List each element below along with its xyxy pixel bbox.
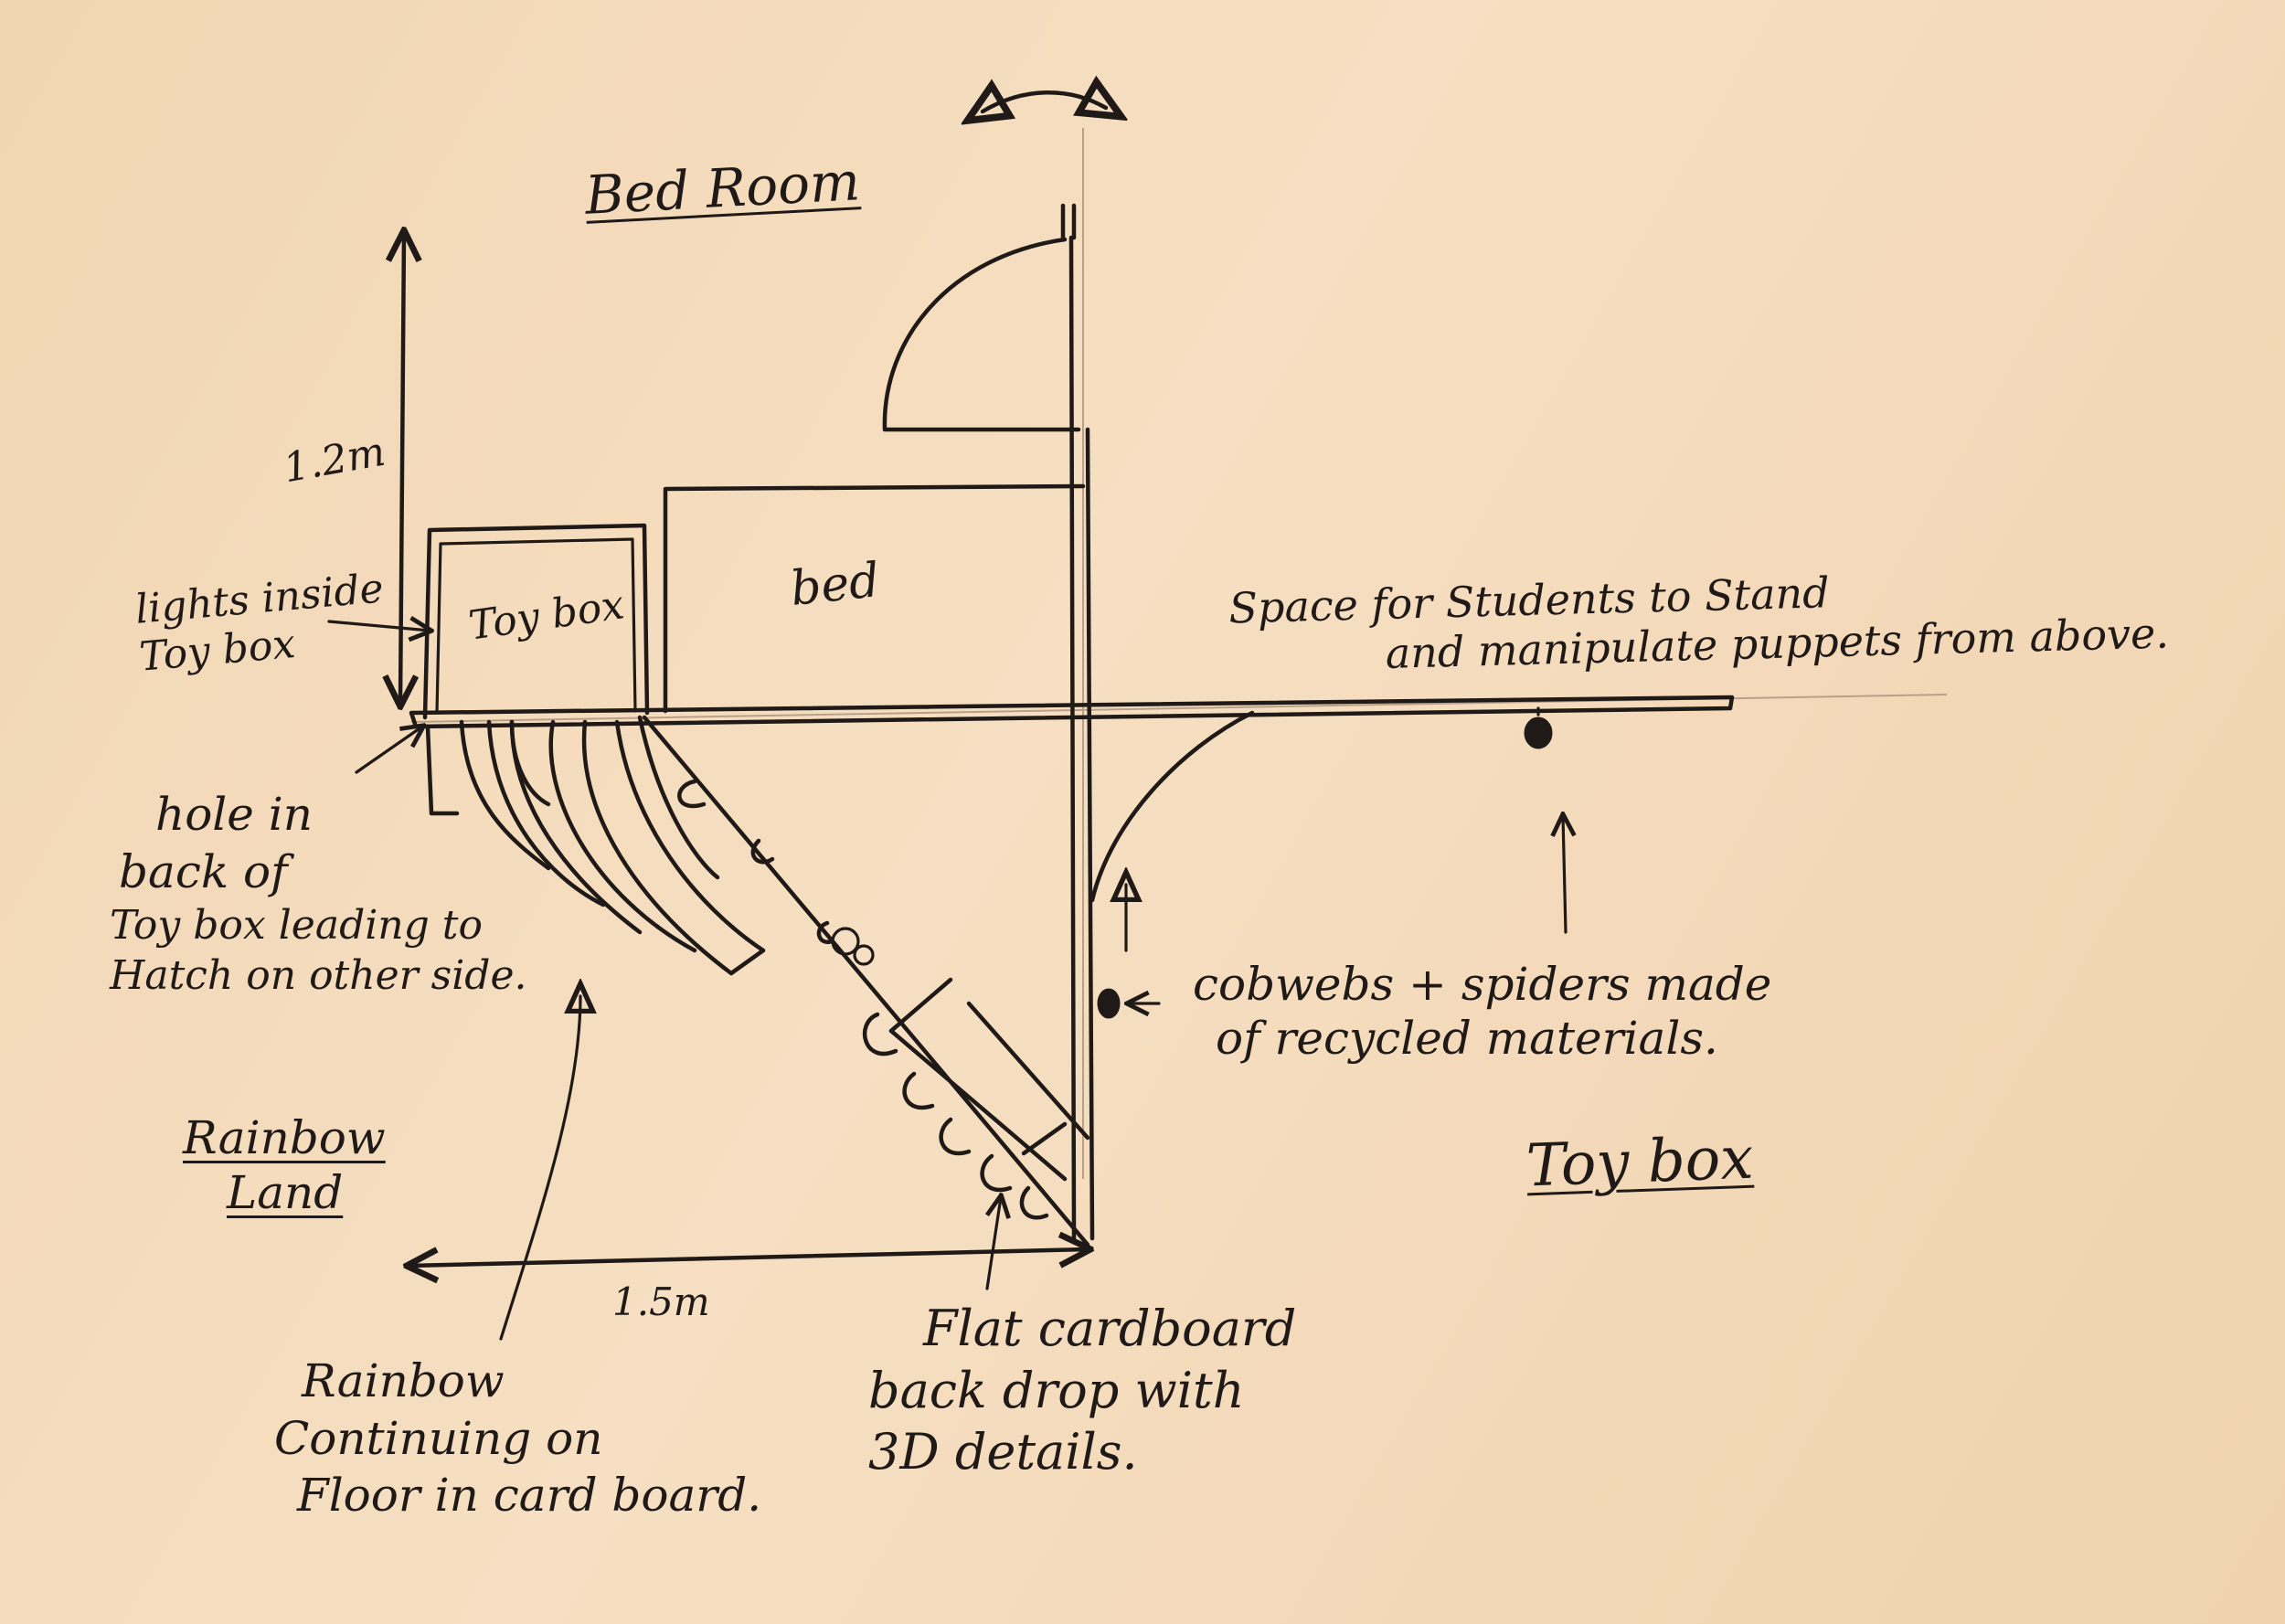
rainbow-land-line-1: Rainbow <box>183 1111 386 1164</box>
backdrop-shelf-edge <box>1021 1121 1068 1156</box>
spider-icon <box>1524 716 1553 749</box>
rainbow-floor-note: Rainbow Continuing on Floor in card boar… <box>274 1353 761 1524</box>
rainbow-floor-line-3: Floor in card board. <box>297 1469 762 1522</box>
cobwebs-note-line-1: cobwebs + spiders made <box>1193 958 1772 1011</box>
hole-note-line-3: Toy box leading to <box>110 902 483 949</box>
hole-note-line-2: back of <box>119 844 288 898</box>
hole-note: hole in back of Toy box leading to Hatch… <box>110 786 526 1001</box>
backdrop-diagonal <box>642 715 1090 1247</box>
width-dimension-label: 1.5m <box>612 1279 710 1324</box>
toy-box-inner-outline <box>435 537 637 715</box>
cobwebs-note-line-2: of recycled materials. <box>1216 1012 1718 1065</box>
hole-note-line-4: Hatch on other side. <box>110 952 527 999</box>
door-arc <box>882 237 1081 432</box>
bed-label: bed <box>788 553 883 617</box>
rainbow-land-title: Rainbow Land <box>183 1110 386 1220</box>
bed-outline <box>663 483 1086 714</box>
backdrop-shelf-upper <box>966 1001 1090 1141</box>
width-dimension-arrow <box>409 1249 1088 1266</box>
cobweb-arc <box>1089 710 1255 903</box>
backdrop-note-line-3: 3D details. <box>868 1423 1138 1481</box>
backdrop-shelf <box>888 1028 1068 1182</box>
rainbow-land-line-2: Land <box>227 1166 344 1219</box>
rainbow-arcs <box>425 715 766 976</box>
height-dimension-arrow <box>400 233 404 704</box>
space-pointer-arrow <box>1563 816 1566 934</box>
side-wall-line <box>1068 235 1077 1241</box>
rainbow-floor-pointer-arrow <box>499 996 580 1341</box>
backdrop-note-line-2: back drop with <box>868 1361 1245 1419</box>
rainbow-floor-line-1: Rainbow <box>302 1354 505 1407</box>
stage-floor <box>409 695 1735 729</box>
spider-icon <box>1097 988 1121 1019</box>
cobwebs-note: cobwebs + spiders made of recycled mater… <box>1193 958 1771 1066</box>
hole-note-line-1: hole in <box>155 788 313 841</box>
backdrop-note-line-1: Flat cardboard <box>923 1300 1297 1357</box>
toy-box-section-title: Toy box <box>1525 1124 1755 1201</box>
backdrop-pointer-arrow <box>987 1197 1001 1290</box>
rainbow-floor-line-2: Continuing on <box>274 1411 603 1465</box>
backdrop-shelf-edge <box>888 977 953 1034</box>
door-swing-arrow-icon <box>983 92 1106 111</box>
lights-pointer-arrow <box>327 621 430 631</box>
backdrop-3d-details <box>677 779 1049 1220</box>
side-wall-line-outer <box>1085 427 1095 1241</box>
backdrop-note: Flat cardboard back drop with 3D details… <box>868 1298 1296 1483</box>
hole-pointer-arrow <box>355 727 422 774</box>
